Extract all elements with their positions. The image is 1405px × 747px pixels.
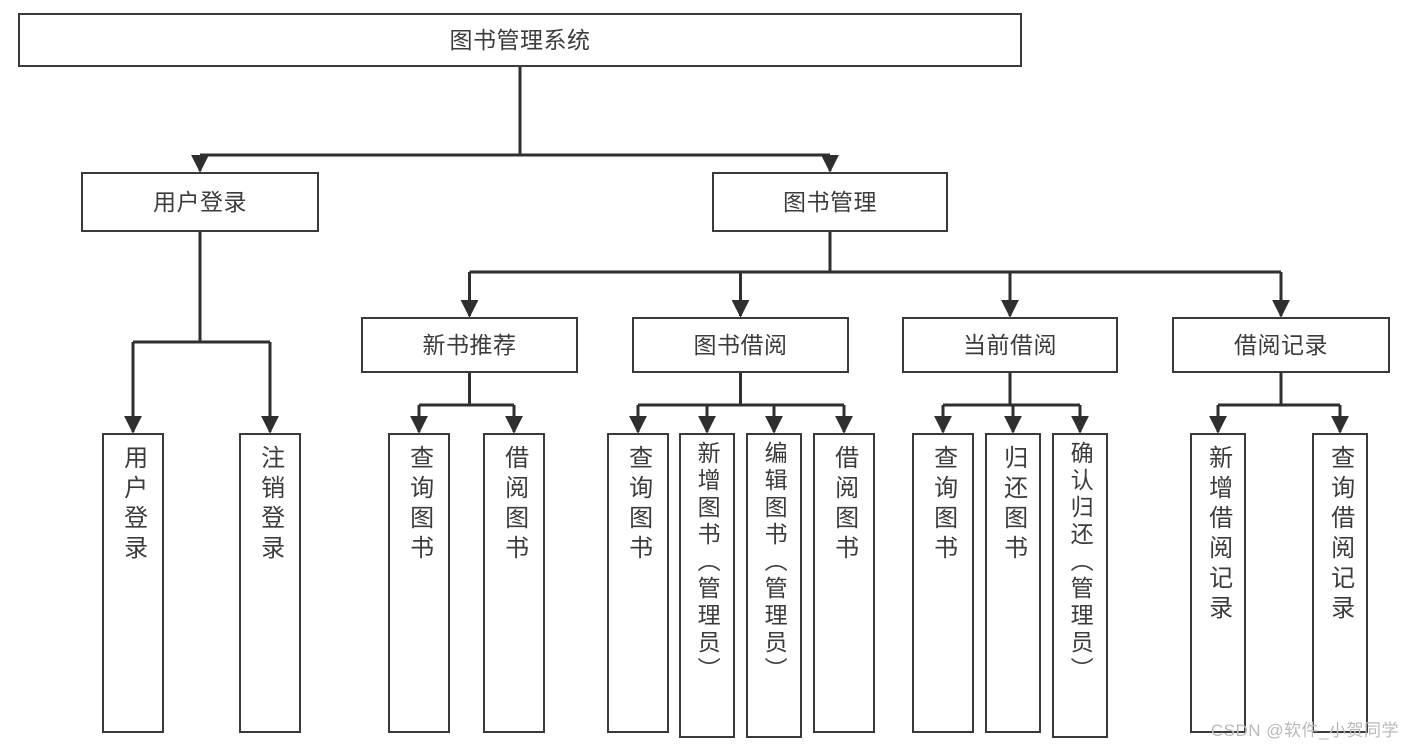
leaf-borrow-add-book-admin-label: 新增图书（管理员） [694,441,721,684]
leaf-user-login-label: 用户登录 [119,445,147,565]
leaf-record-query-borrow-record[interactable]: 查询借阅记录 [1312,433,1368,733]
node-new-book-recommend-label: 新书推荐 [422,331,517,358]
leaf-current-query-book[interactable]: 查询图书 [912,433,974,733]
leaf-borrow-lend-book[interactable]: 借阅图书 [813,433,875,733]
node-borrow-record[interactable]: 借阅记录 [1172,317,1390,373]
node-current-borrow-label: 当前借阅 [963,331,1057,358]
leaf-record-add-borrow-record[interactable]: 新增借阅记录 [1190,433,1246,733]
leaf-current-return-book-label: 归还图书 [999,445,1027,565]
leaf-borrow-add-book-admin[interactable]: 新增图书（管理员） [679,433,735,738]
leaf-borrow-query-book-label: 查询图书 [624,445,652,565]
node-user-login-label: 用户登录 [153,188,247,215]
leaf-record-query-borrow-record-label: 查询借阅记录 [1326,445,1354,625]
node-root[interactable]: 图书管理系统 [18,13,1022,67]
node-book-manage-label: 图书管理 [783,188,877,215]
leaf-borrow-edit-book-admin-label: 编辑图书（管理员） [761,441,788,684]
node-borrow-record-label: 借阅记录 [1234,331,1328,358]
node-new-book-recommend[interactable]: 新书推荐 [361,317,578,373]
leaf-borrow-lend-book-label: 借阅图书 [830,445,858,565]
node-book-manage[interactable]: 图书管理 [712,172,948,232]
leaf-borrow-edit-book-admin[interactable]: 编辑图书（管理员） [746,433,802,738]
leaf-current-confirm-return-admin-label: 确认归还（管理员） [1067,441,1094,684]
leaf-current-return-book[interactable]: 归还图书 [985,433,1041,733]
leaf-recommend-borrow-book-label: 借阅图书 [500,445,528,565]
leaf-current-confirm-return-admin[interactable]: 确认归还（管理员） [1052,433,1108,738]
node-root-label: 图书管理系统 [449,26,591,53]
leaf-recommend-query-book[interactable]: 查询图书 [388,433,450,733]
leaf-borrow-query-book[interactable]: 查询图书 [607,433,669,733]
node-user-login[interactable]: 用户登录 [81,172,319,232]
leaf-user-login[interactable]: 用户登录 [102,433,164,733]
watermark: CSDN @软件_小贺同学 [1210,721,1399,740]
leaf-recommend-query-book-label: 查询图书 [405,445,433,565]
node-current-borrow[interactable]: 当前借阅 [902,317,1118,373]
node-book-borrow-label: 图书借阅 [693,331,788,358]
node-book-borrow[interactable]: 图书借阅 [632,317,849,373]
leaf-record-add-borrow-record-label: 新增借阅记录 [1204,445,1232,625]
leaf-recommend-borrow-book[interactable]: 借阅图书 [483,433,545,733]
leaf-current-query-book-label: 查询图书 [929,445,957,565]
leaf-user-logout-label: 注销登录 [256,445,284,565]
leaf-user-logout[interactable]: 注销登录 [239,433,301,733]
